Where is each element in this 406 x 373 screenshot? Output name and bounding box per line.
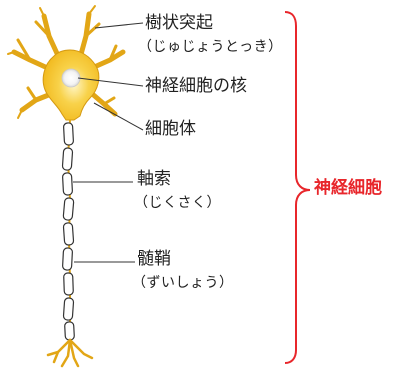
axon-terminal [60,338,72,368]
dendrite-branch [17,109,23,119]
label-dendrite-reading: （じゅじょうとっき） [138,39,283,55]
axon-terminal [52,350,60,364]
myelin-segment [63,272,74,296]
dendrite-branch [34,20,51,38]
myelin-segment [62,222,75,246]
axon-terminals [46,338,94,368]
myelin-sheath [61,122,75,341]
dendrite-branch [26,86,38,102]
nucleus [61,68,81,88]
nucleus-leader [77,77,144,87]
axon-terminal [68,338,94,360]
dendrite-leader [94,22,144,29]
myelin-segment [62,297,75,321]
dendrite-branch [39,7,45,17]
label-axon: 軸索 [137,169,171,189]
myelin-segment [64,321,75,341]
myelin-segment [61,147,74,171]
label-cell-body: 細胞体 [145,119,196,139]
myelin-segment [62,247,73,271]
neuron-bracket [284,11,311,364]
label-axon-reading: （じくさく） [134,195,221,211]
label-nucleus: 神経細胞の核 [145,76,247,96]
dendrite-branch [87,89,118,117]
dendrite-branch [108,44,118,62]
cell-body-leader [93,102,144,131]
dendrite-branch [102,96,116,106]
myelin-segment [62,172,73,196]
label-dendrite: 樹状突起 [145,13,213,33]
myelin-segment [63,122,74,146]
dendrite-branch [88,5,96,15]
leader-lines [73,22,144,263]
myelin-segment [62,197,75,221]
label-myelin: 髄鞘 [137,249,171,269]
dendrite-branch [89,49,126,71]
label-neuron: 神経細胞 [314,178,382,198]
dendrite-branch [7,51,15,55]
dendrite-branch [84,22,101,38]
label-myelin-reading: （ずいしょう） [132,275,234,291]
axon-terminal [68,338,80,368]
dendrite-branch [16,38,32,62]
